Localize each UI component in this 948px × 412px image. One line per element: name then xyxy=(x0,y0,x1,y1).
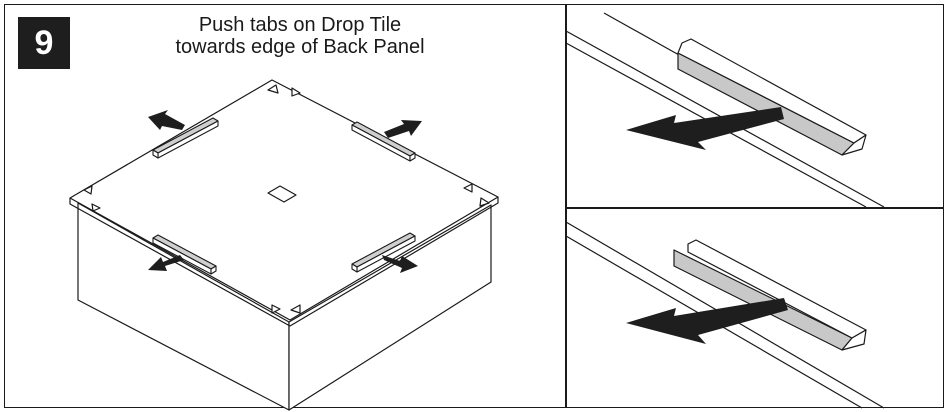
step-number: 9 xyxy=(34,23,54,62)
instruction-panel xyxy=(4,4,944,408)
center-slot xyxy=(267,185,297,203)
panel-divider-vertical xyxy=(565,4,567,408)
tab-bottom-right xyxy=(351,232,416,273)
tab-top-right xyxy=(351,121,416,162)
arrow-icon xyxy=(384,120,422,138)
drop-tile-assembly-illustration xyxy=(69,79,499,411)
tab-detail-illustration-bottom xyxy=(565,221,885,409)
caption-line-1: Push tabs on Drop Tile xyxy=(198,14,402,36)
arrow-icon xyxy=(148,255,184,271)
arrow-icon xyxy=(626,107,784,150)
tab-bottom-left xyxy=(152,234,217,275)
box-right-side xyxy=(288,204,492,411)
tab-body xyxy=(673,249,853,351)
arrow-icon xyxy=(382,255,418,273)
step-number-badge: 9 xyxy=(18,17,70,69)
tab-top-left xyxy=(152,117,219,159)
caption-line-2: towards edge of Back Panel xyxy=(175,36,425,58)
step-caption: Push tabs on Drop Tile towards edge of B… xyxy=(150,14,450,58)
arrow-icon xyxy=(626,298,788,344)
tab-detail-illustration-top xyxy=(565,12,885,208)
panel-divider-horizontal xyxy=(565,207,944,209)
arrow-icon xyxy=(148,110,185,130)
